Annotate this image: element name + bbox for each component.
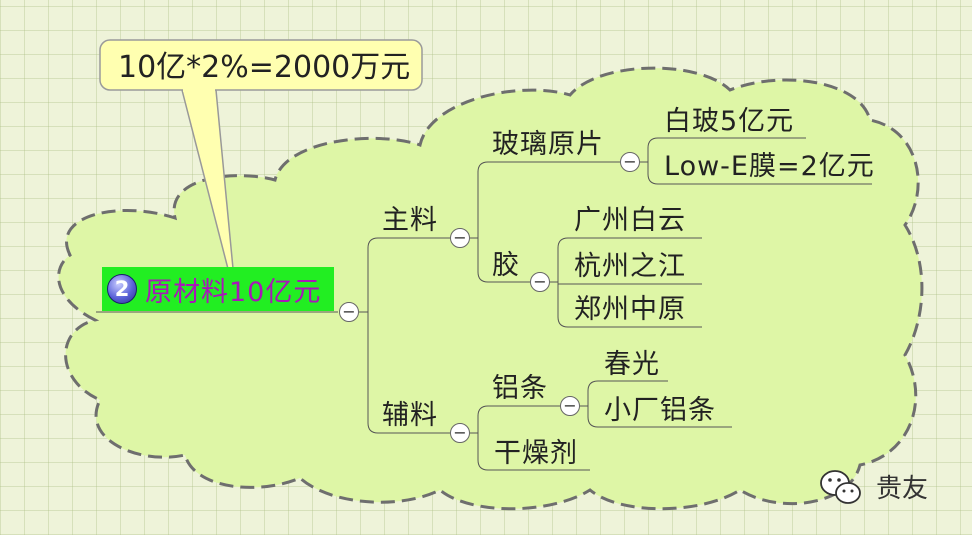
wechat-icon bbox=[820, 470, 861, 504]
node-lvtiao[interactable]: 铝条 bbox=[492, 373, 548, 404]
collapse-toggle-root[interactable]: − bbox=[339, 302, 359, 322]
node-xiaochang[interactable]: 小厂铝条 bbox=[604, 395, 716, 426]
node-guangzhou[interactable]: 广州白云 bbox=[574, 205, 686, 236]
cloud-boundary bbox=[57, 66, 924, 511]
node-baibo[interactable]: 白玻5亿元 bbox=[664, 106, 795, 137]
root-node[interactable]: 2 原材料10亿元 bbox=[102, 267, 334, 311]
callout-box-shape bbox=[99, 39, 423, 91]
root-node-label: 原材料10亿元 bbox=[145, 276, 322, 308]
collapse-toggle-zhuliao[interactable]: − bbox=[450, 228, 470, 248]
root-number-badge: 2 bbox=[107, 274, 137, 304]
node-boli-yuanpian[interactable]: 玻璃原片 bbox=[492, 129, 604, 160]
node-zhengzhou[interactable]: 郑州中原 bbox=[574, 294, 686, 325]
node-ganzaoji[interactable]: 干燥剂 bbox=[494, 438, 578, 469]
node-hangzhou[interactable]: 杭州之江 bbox=[574, 251, 686, 282]
collapse-toggle-lvtiao[interactable]: − bbox=[560, 396, 580, 416]
node-zhuliao[interactable]: 主料 bbox=[382, 205, 438, 236]
node-fuliao[interactable]: 辅料 bbox=[382, 400, 438, 431]
callout-text: 10亿*2%=2000万元 bbox=[118, 50, 411, 85]
collapse-toggle-fuliao[interactable]: − bbox=[450, 423, 470, 443]
collapse-toggle-jiao[interactable]: − bbox=[530, 272, 550, 292]
collapse-toggle-boli[interactable]: − bbox=[620, 152, 640, 172]
node-jiao[interactable]: 胶 bbox=[492, 250, 520, 281]
watermark-text: 贵友 bbox=[876, 474, 929, 504]
node-lowe[interactable]: Low-E膜=2亿元 bbox=[664, 151, 875, 182]
node-chunguang[interactable]: 春光 bbox=[604, 349, 660, 380]
